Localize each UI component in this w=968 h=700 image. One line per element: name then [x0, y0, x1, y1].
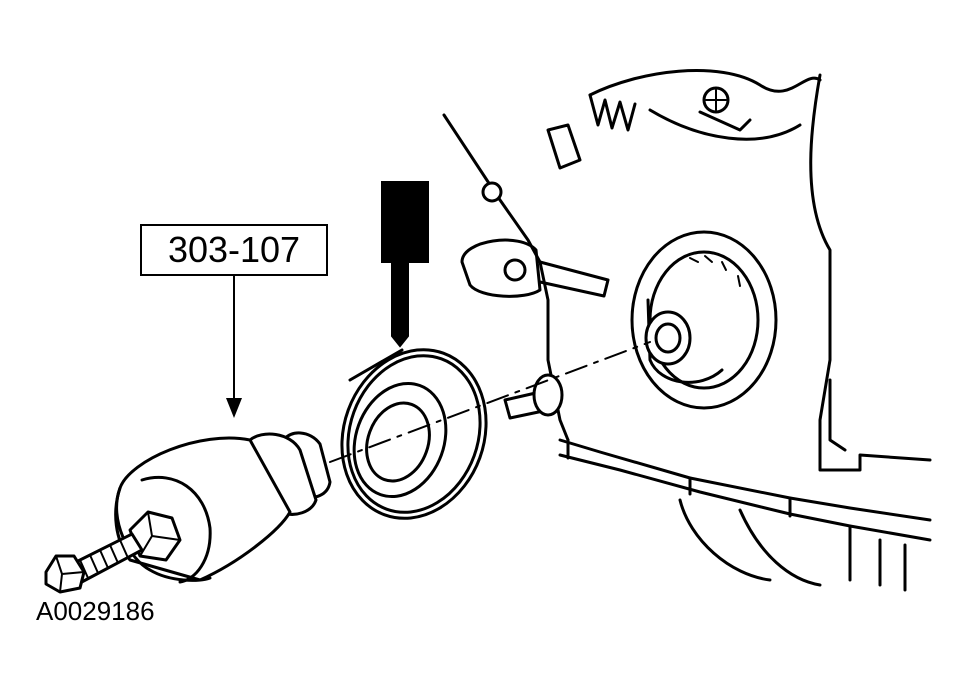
- tool-leader-arrow: [226, 275, 242, 418]
- direction-arrow: [381, 181, 429, 348]
- engine-front-cover: [442, 69, 932, 592]
- front-seal: [340, 348, 488, 520]
- seal-installer-tool: [44, 431, 332, 594]
- alignment-centerline: [329, 341, 651, 463]
- figure-id-text: A0029186: [36, 596, 155, 626]
- tool-number-text: 303-107: [167, 229, 301, 270]
- tool-number-label: 303-107: [140, 224, 328, 276]
